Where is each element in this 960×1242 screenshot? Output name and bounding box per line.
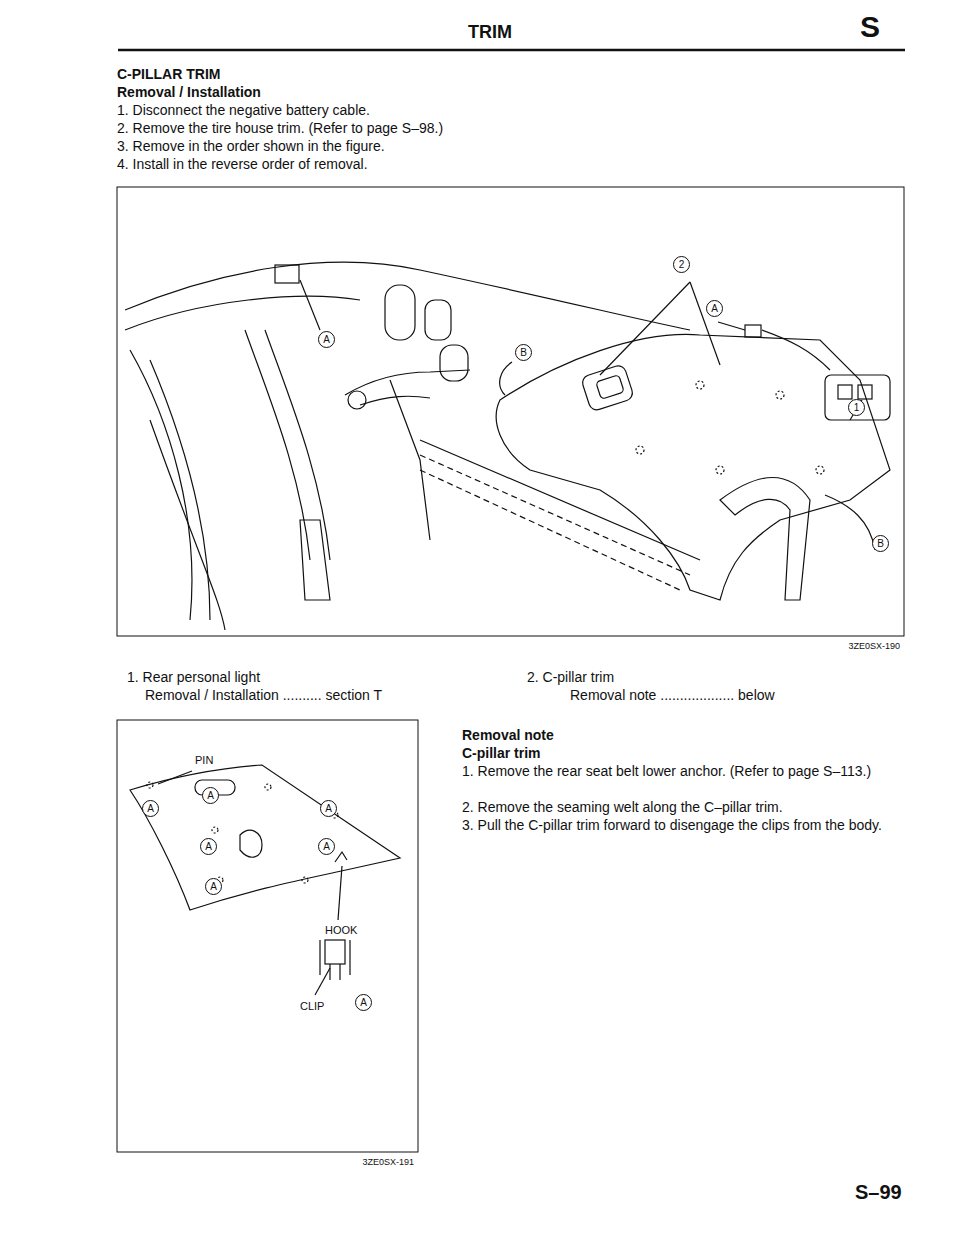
callout-letter: A — [355, 994, 372, 1011]
section-letter: S — [860, 10, 880, 44]
part-label: HOOK — [325, 922, 357, 939]
step-text: 2. Remove the tire house trim. (Refer to… — [117, 120, 443, 137]
car-interior-drawing — [125, 262, 700, 630]
figure-frame — [117, 187, 904, 636]
part-caption: 2. C-pillar trim — [527, 669, 614, 686]
figure-code: 3ZE0SX-191 — [362, 1154, 414, 1171]
note-subheading: C-pillar trim — [462, 745, 541, 762]
callout-number: 1 — [848, 399, 865, 416]
callout-letter: B — [872, 535, 889, 552]
part-caption: 1. Rear personal light — [127, 669, 260, 686]
note-step: 3. Pull the C-pillar trim forward to dis… — [462, 817, 902, 834]
note-step: 1. Remove the rear seat belt lower ancho… — [462, 763, 902, 780]
callout-letter: A — [142, 800, 159, 817]
callout-letter: A — [202, 787, 219, 804]
part-caption: Removal note ................... below — [570, 687, 775, 704]
figure-frame — [117, 720, 418, 1152]
c-pillar-trim-drawing — [496, 282, 890, 600]
callout-letter: B — [515, 344, 532, 361]
callout-letter: A — [318, 331, 335, 348]
note-step: 2. Remove the seaming welt along the C–p… — [462, 799, 902, 816]
step-text: 4. Install in the reverse order of remov… — [117, 156, 368, 173]
callout-letter: A — [320, 800, 337, 817]
page-title: TRIM — [468, 24, 512, 41]
callout-letter: A — [706, 300, 723, 317]
figure-code: 3ZE0SX-190 — [848, 638, 900, 655]
step-text: 3. Remove in the order shown in the figu… — [117, 138, 385, 155]
header-rule — [118, 49, 905, 52]
part-label: CLIP — [300, 998, 324, 1015]
part-caption: Removal / Installation .......... sectio… — [145, 687, 382, 704]
page-number: S–99 — [855, 1180, 902, 1204]
step-text: 1. Disconnect the negative battery cable… — [117, 102, 370, 119]
subheading: Removal / Installation — [117, 84, 261, 101]
section-heading: C-PILLAR TRIM — [117, 66, 220, 83]
clip-location-drawing — [130, 765, 400, 995]
callout-letter: A — [200, 838, 217, 855]
part-label: PIN — [195, 752, 213, 769]
note-heading: Removal note — [462, 727, 554, 744]
callout-letter: A — [205, 878, 222, 895]
callout-number: 2 — [673, 256, 690, 273]
callout-letter: A — [318, 838, 335, 855]
